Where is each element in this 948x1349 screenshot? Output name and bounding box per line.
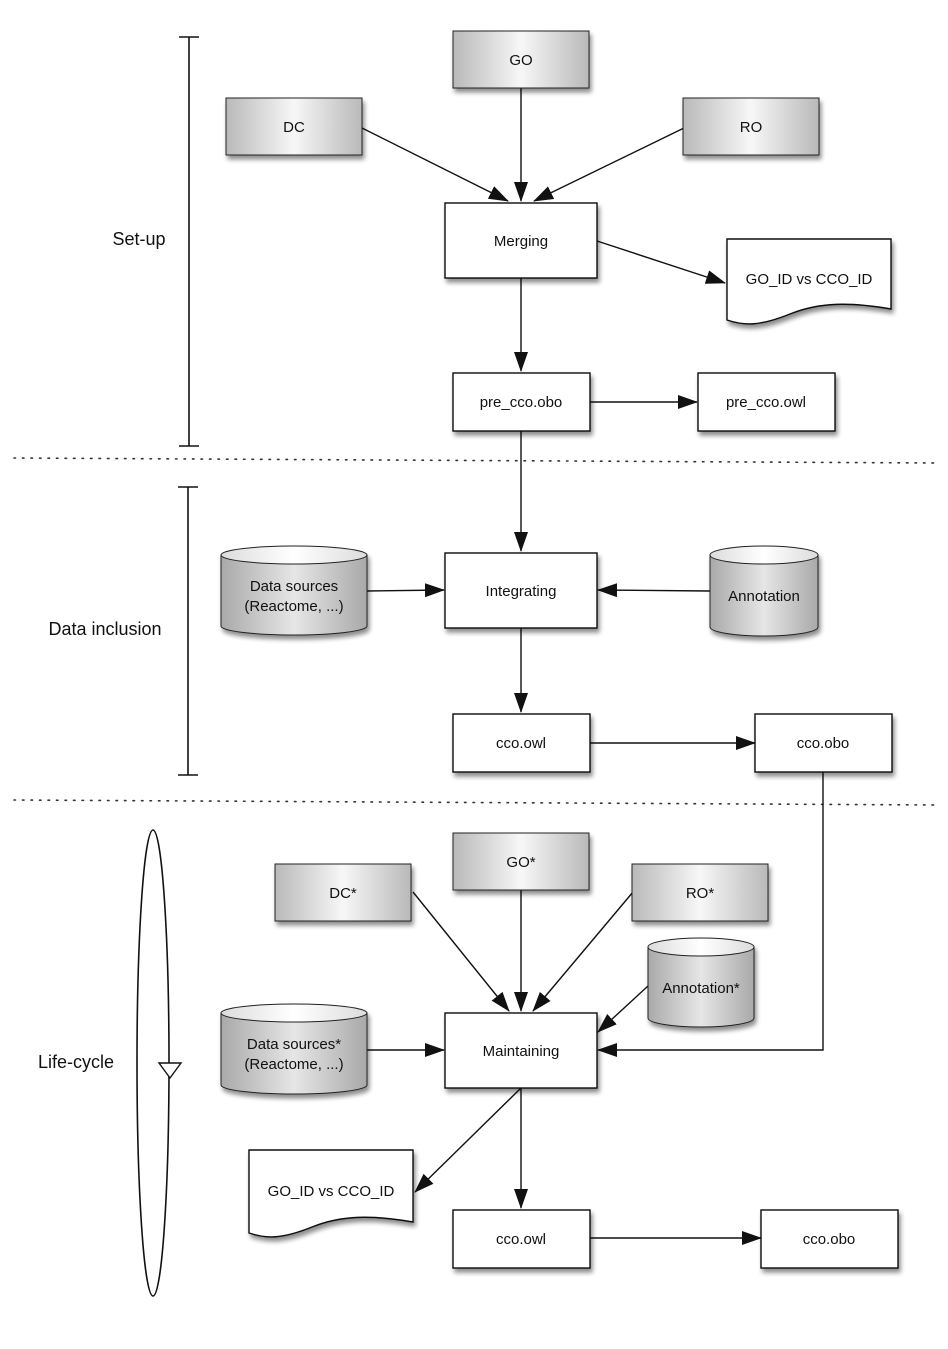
node-label: Merging [494, 233, 548, 250]
phase-label-setup: Set-up [112, 229, 165, 249]
data-sources-label-1: Data sources [250, 578, 338, 595]
node-go: GO [452, 30, 590, 89]
edge-dc-star-to-maintaining [412, 891, 510, 1012]
edge-ro-star-to-maintaining [532, 891, 634, 1012]
node-label: Integrating [486, 583, 557, 600]
node-go-star: GO* [452, 832, 590, 891]
node-label: RO [740, 119, 763, 136]
edge-obo-to-maintaining [597, 772, 824, 1057]
data-sources-star-label-1: Data sources* [247, 1036, 341, 1053]
node-label: cco.obo [797, 735, 850, 752]
node-label: GO [509, 52, 532, 69]
edge-maintaining-to-mapping [414, 1087, 522, 1193]
node-label: GO_ID vs CCO_ID [746, 271, 873, 288]
node-merging: Merging [444, 202, 598, 279]
node-maintaining: Maintaining [444, 1012, 598, 1089]
setup-edges [361, 88, 726, 552]
data-inclusion-bracket [178, 486, 198, 776]
separator-line [13, 799, 937, 806]
annotation-label: Annotation [728, 588, 800, 605]
node-cco-obo: cco.obo [754, 713, 893, 773]
node-label: GO* [506, 854, 535, 871]
node-label: GO_ID vs CCO_ID [268, 1183, 395, 1200]
node-label: cco.owl [496, 735, 546, 752]
edge-annotation-to-integrating [597, 583, 711, 598]
node-pre-cco-owl: pre_cco.owl [697, 372, 836, 432]
node-mapping-document-star: GO_ID vs CCO_ID [248, 1149, 414, 1238]
node-mapping-document: GO_ID vs CCO_ID [726, 238, 892, 325]
node-data-sources [220, 545, 368, 636]
node-label: pre_cco.obo [480, 394, 563, 411]
node-pre-cco-obo: pre_cco.obo [452, 372, 591, 432]
edge-sources-to-integrating [366, 583, 445, 598]
edge-merging-to-mapping [596, 240, 726, 284]
node-dc: DC [225, 97, 363, 156]
lifecycle-edges [367, 890, 762, 1245]
node-dc-star: DC* [274, 863, 412, 922]
edge-annotation-star-to-maintaining [597, 985, 649, 1033]
node-ro: RO [682, 97, 820, 156]
node-label: cco.obo [803, 1231, 856, 1248]
node-label: RO* [686, 885, 715, 902]
node-cco-owl-star: cco.owl [452, 1209, 591, 1269]
node-annotation [709, 545, 819, 637]
node-ro-star: RO* [631, 863, 769, 922]
inclusion-edges [366, 583, 824, 1057]
node-label: Maintaining [483, 1043, 560, 1060]
data-sources-star-label-2: (Reactome, ...) [244, 1056, 343, 1073]
phase-label-life-cycle: Life-cycle [38, 1052, 114, 1072]
node-annotation-star [647, 937, 755, 1028]
edge-ro-to-merging [533, 127, 685, 202]
node-label: cco.owl [496, 1231, 546, 1248]
node-label: DC [283, 119, 305, 136]
node-cco-obo-star: cco.obo [760, 1209, 899, 1269]
data-sources-label-2: (Reactome, ...) [244, 598, 343, 615]
life-cycle-loop-icon [136, 829, 183, 1297]
node-integrating: Integrating [444, 552, 598, 629]
node-data-sources-star [220, 1003, 368, 1095]
annotation-star-label: Annotation* [662, 980, 740, 997]
edge-dc-to-merging [361, 127, 509, 202]
node-label: DC* [329, 885, 357, 902]
separator-line [13, 457, 937, 464]
phase-label-data-inclusion: Data inclusion [48, 619, 161, 639]
node-cco-owl: cco.owl [452, 713, 591, 773]
setup-bracket [179, 36, 199, 447]
node-label: pre_cco.owl [726, 394, 806, 411]
